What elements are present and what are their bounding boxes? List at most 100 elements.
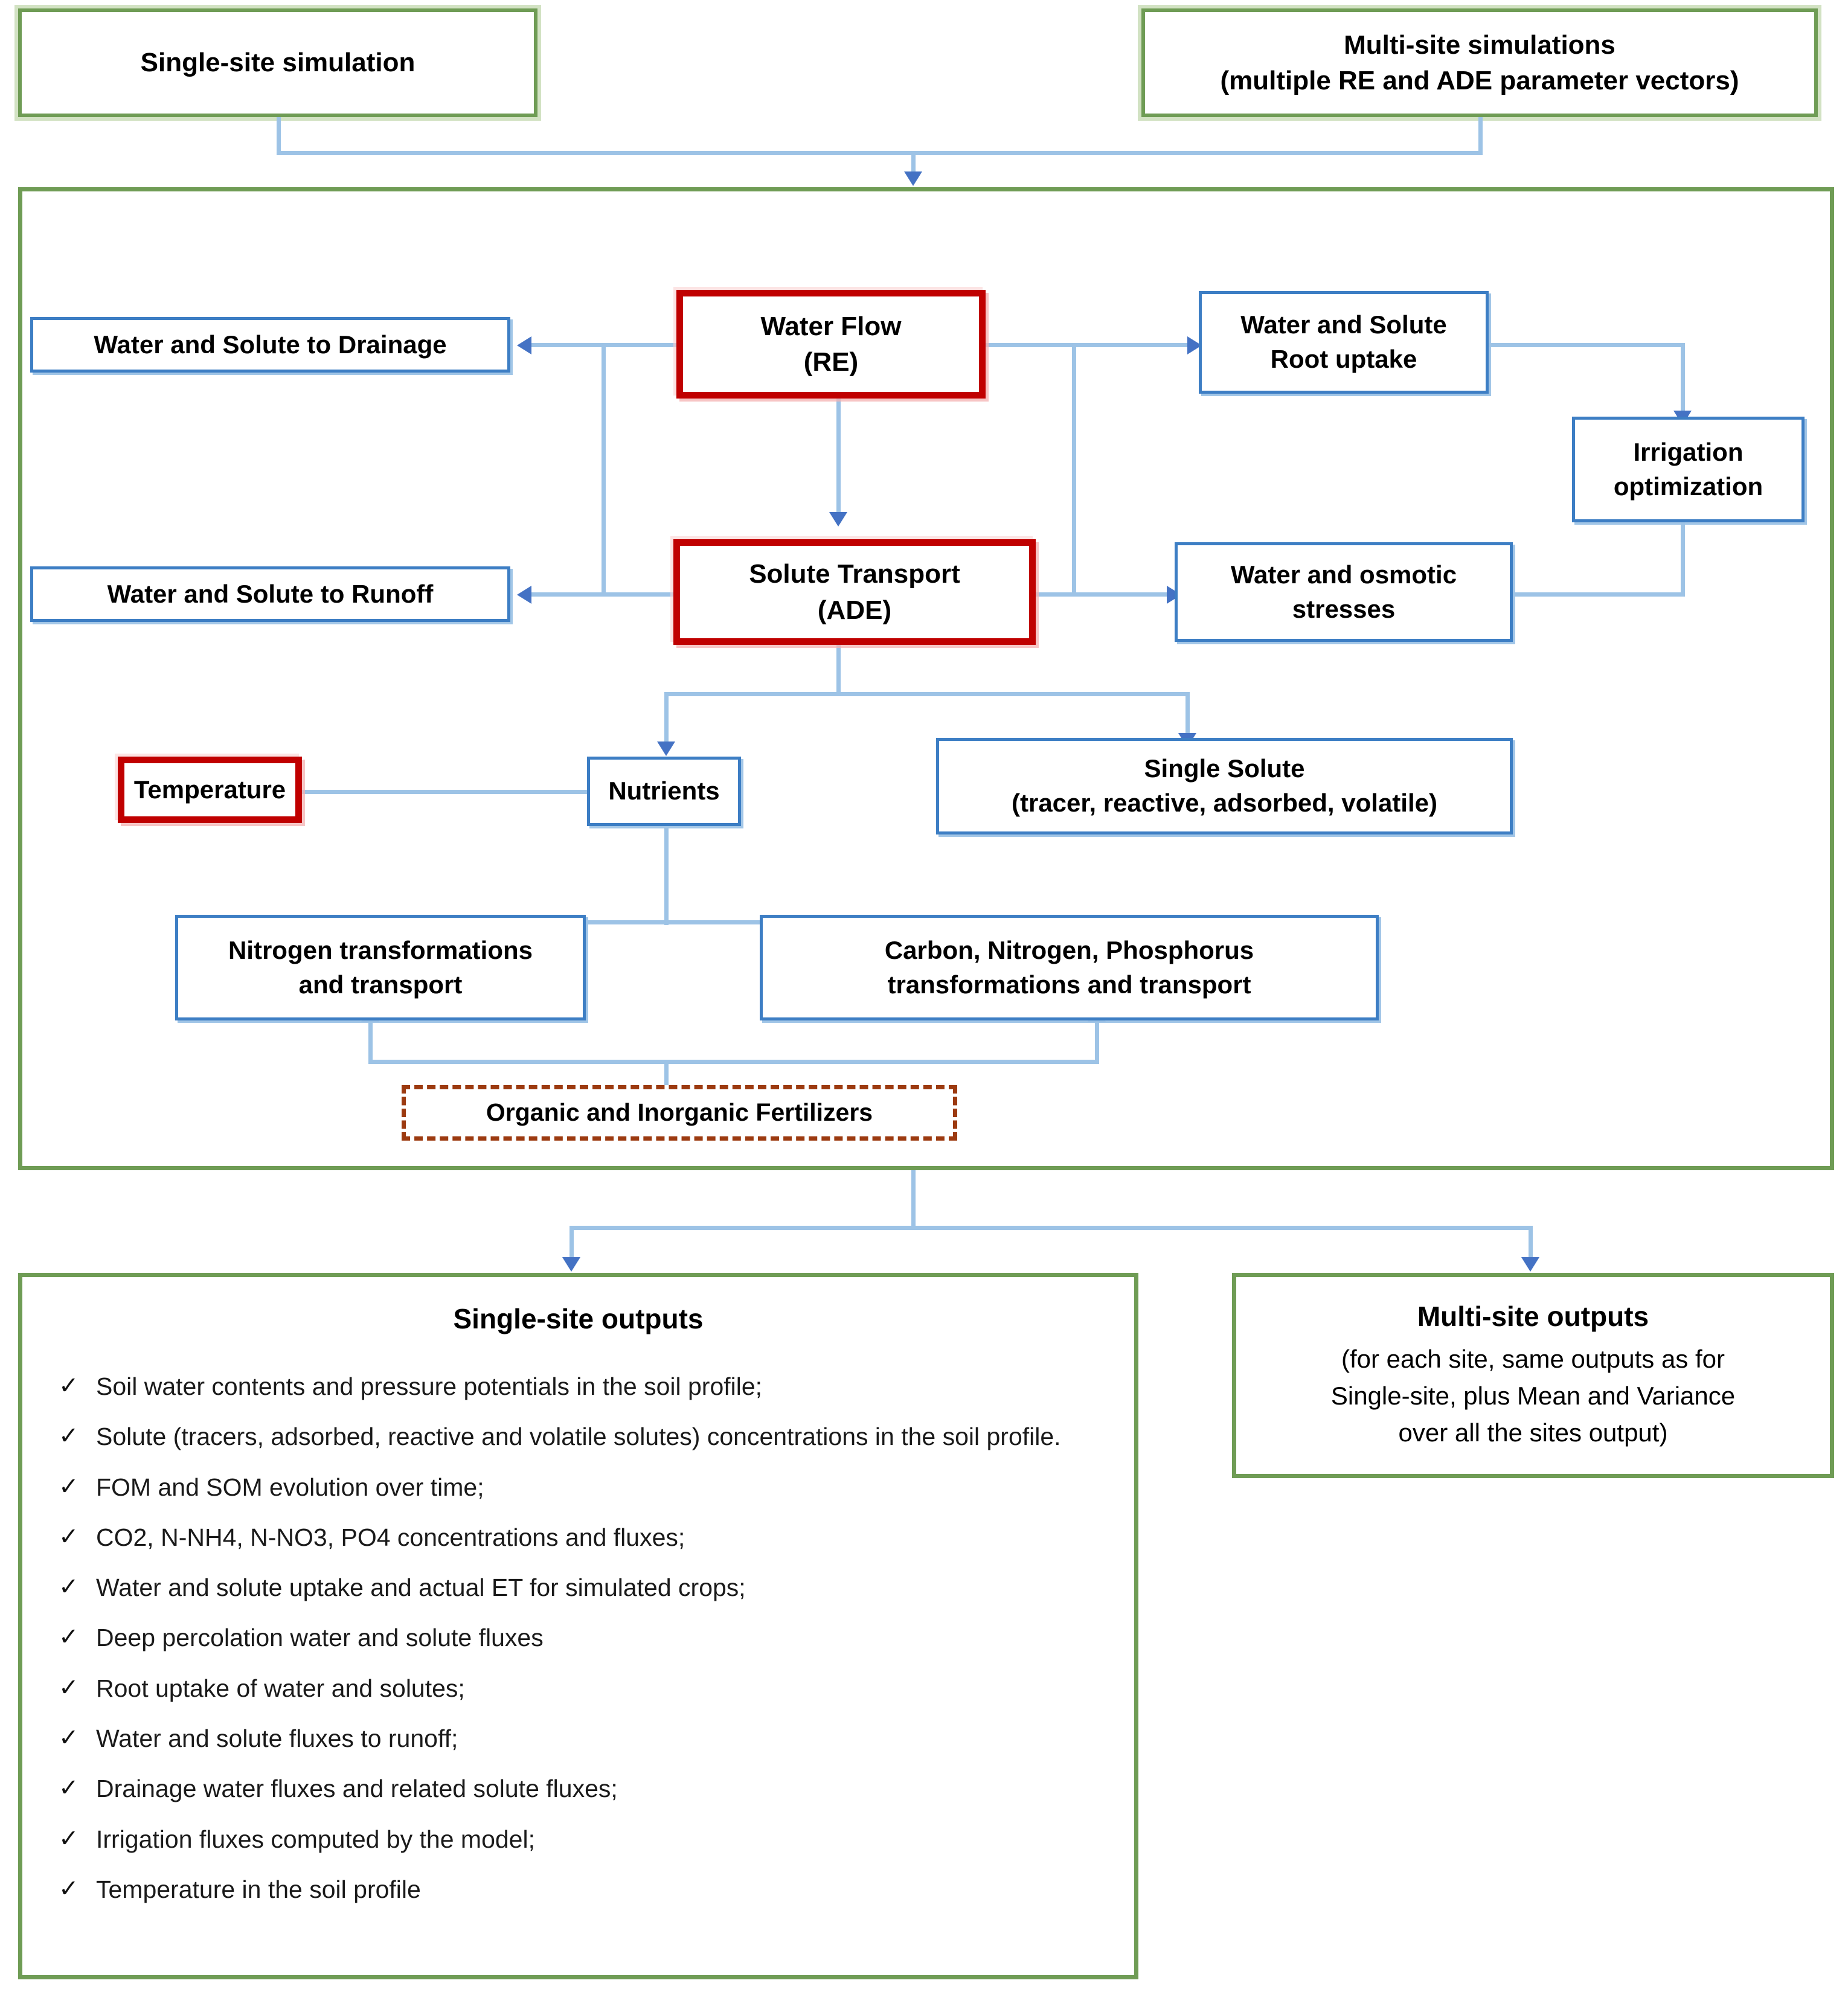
connector-solute-down — [836, 644, 841, 695]
box-water-osmotic-stresses[interactable]: Water and osmotic stresses — [1175, 542, 1513, 642]
box-drainage-label: Water and Solute to Drainage — [94, 330, 447, 359]
single-site-outputs-list: ✓ Soil water contents and pressure poten… — [59, 1371, 1110, 1924]
connector-temperature-to-nutrients — [299, 790, 628, 794]
box-organic-inorganic-fertilizers[interactable]: Organic and Inorganic Fertilizers — [402, 1085, 957, 1141]
list-item: ✓ Drainage water fluxes and related solu… — [59, 1773, 1110, 1805]
connector-outputs-bus — [569, 1226, 1533, 1230]
box-cnp-line2: transformations and transport — [887, 970, 1251, 999]
check-icon: ✓ — [59, 1473, 79, 1500]
connector-right-bus-vertical — [1072, 343, 1076, 597]
list-item: ✓ CO2, N-NH4, N-NO3, PO4 concentrations … — [59, 1522, 1110, 1554]
box-water-flow-line1: Water Flow — [760, 311, 902, 341]
check-icon: ✓ — [59, 1725, 79, 1752]
box-multi-site-simulations[interactable]: Multi-site simulations (multiple RE and … — [1141, 8, 1818, 117]
box-irrigation-optimization[interactable]: Irrigation optimization — [1572, 417, 1805, 522]
connector-rootuptake-to-irrig — [1483, 343, 1685, 347]
list-item: ✓ Water and solute fluxes to runoff; — [59, 1723, 1110, 1755]
box-nutrients-label: Nutrients — [608, 777, 720, 806]
check-icon: ✓ — [59, 1775, 79, 1802]
box-temperature[interactable]: Temperature — [118, 757, 302, 823]
check-icon: ✓ — [59, 1372, 79, 1399]
list-item: ✓ Solute (tracers, adsorbed, reactive an… — [59, 1421, 1110, 1453]
box-nutrients[interactable]: Nutrients — [587, 757, 741, 826]
arrow-nutrients-in-top — [657, 741, 675, 756]
multi-site-outputs-line-3: over all the sites output) — [1398, 1418, 1668, 1447]
check-icon: ✓ — [59, 1674, 79, 1701]
list-item: ✓ Water and solute uptake and actual ET … — [59, 1572, 1110, 1604]
arrow-drainage-in — [517, 336, 531, 354]
connector-waterflow-to-solute — [836, 399, 841, 518]
single-site-outputs-title: Single-site outputs — [453, 1303, 704, 1334]
connector-osmotic-rise — [1681, 520, 1685, 594]
check-icon: ✓ — [59, 1523, 79, 1550]
connector-to-single-solute — [1185, 692, 1190, 737]
box-multi-site-simulations-title: Multi-site simulations — [1344, 30, 1615, 60]
box-osmotic-line2: stresses — [1292, 594, 1396, 623]
connector-top-bus — [277, 151, 1483, 155]
box-runoff-label: Water and Solute to Runoff — [107, 579, 434, 608]
box-single-site-simulation-label: Single-site simulation — [140, 48, 415, 78]
box-water-solute-drainage[interactable]: Water and Solute to Drainage — [30, 317, 510, 373]
connector-single-site-down — [277, 117, 281, 155]
connector-solute-to-osmotic — [1027, 592, 1172, 597]
connector-container-to-outputs — [911, 1170, 916, 1229]
connector-top-bus-drop — [911, 151, 916, 176]
connector-fert-to-cnp — [1095, 1020, 1099, 1062]
box-root-uptake-line2: Root uptake — [1270, 345, 1417, 373]
connector-to-nutrients — [664, 692, 669, 746]
box-temperature-label: Temperature — [133, 775, 286, 804]
box-cnp-line1: Carbon, Nitrogen, Phosphorus — [884, 935, 1254, 964]
multi-site-outputs-line-1: (for each site, same outputs as for — [1341, 1345, 1725, 1373]
arrow-into-main-container — [904, 171, 922, 186]
check-icon: ✓ — [59, 1624, 79, 1651]
box-osmotic-line1: Water and osmotic — [1230, 560, 1457, 589]
box-irrigation-line1: Irrigation — [1633, 437, 1744, 466]
box-fertilizers-label: Organic and Inorganic Fertilizers — [486, 1098, 873, 1127]
box-water-solute-root-uptake[interactable]: Water and Solute Root uptake — [1199, 291, 1489, 394]
panel-multi-site-outputs: Multi-site outputs (for each site, same … — [1232, 1273, 1834, 1478]
check-icon: ✓ — [59, 1423, 79, 1450]
connector-waterflow-to-rootuptake — [866, 343, 1192, 347]
check-icon: ✓ — [59, 1875, 79, 1902]
box-root-uptake-line1: Water and Solute — [1240, 310, 1447, 339]
connector-nutrients-split-bus — [368, 920, 1099, 924]
arrow-runoff-in — [517, 586, 531, 604]
multi-site-outputs-title: Multi-site outputs — [1417, 1301, 1649, 1332]
box-solute-transport-line2: (ADE) — [817, 595, 892, 625]
connector-osmotic-to-irrig — [1510, 592, 1685, 597]
multi-site-outputs-line-2: Single-site, plus Mean and Variance — [1330, 1381, 1736, 1410]
connector-fert-up — [664, 1063, 669, 1100]
box-single-solute-line1: Single Solute — [1144, 754, 1305, 783]
list-item: ✓ Soil water contents and pressure poten… — [59, 1371, 1110, 1403]
box-single-site-simulation[interactable]: Single-site simulation — [18, 8, 537, 117]
list-item: ✓ Irrigation fluxes computed by the mode… — [59, 1824, 1110, 1856]
box-solute-transport[interactable]: Solute Transport (ADE) — [673, 539, 1036, 645]
box-water-flow[interactable]: Water Flow (RE) — [676, 290, 986, 399]
box-irrigation-line2: optimization — [1613, 472, 1763, 501]
arrow-single-site-outputs-in — [562, 1257, 580, 1272]
connector-rootuptake-drop — [1681, 343, 1685, 415]
list-item: ✓ Root uptake of water and solutes; — [59, 1673, 1110, 1705]
check-icon: ✓ — [59, 1574, 79, 1601]
box-single-solute[interactable]: Single Solute (tracer, reactive, adsorbe… — [936, 738, 1513, 834]
connector-fert-bus — [368, 1060, 1099, 1064]
box-multi-site-simulations-sub: (multiple RE and ADE parameter vectors) — [1220, 66, 1739, 95]
box-cnp-transformations[interactable]: Carbon, Nitrogen, Phosphorus transformat… — [760, 915, 1379, 1020]
list-item: ✓ Deep percolation water and solute flux… — [59, 1622, 1110, 1654]
connector-bus-to-runoff — [531, 592, 676, 597]
list-item: ✓ FOM and SOM evolution over time; — [59, 1472, 1110, 1504]
connector-to-single-site-outputs — [569, 1226, 574, 1262]
box-water-flow-line2: (RE) — [803, 347, 859, 377]
connector-left-bus-vertical — [602, 343, 606, 597]
connector-solute-split-bus — [664, 692, 1190, 696]
connector-fert-to-nitrogen — [368, 1020, 373, 1062]
box-water-solute-runoff[interactable]: Water and Solute to Runoff — [30, 566, 510, 622]
arrow-solute-in-top — [829, 512, 847, 527]
list-item: ✓ Temperature in the soil profile — [59, 1874, 1110, 1906]
box-solute-transport-line1: Solute Transport — [749, 559, 960, 589]
panel-single-site-outputs: Single-site outputs ✓ Soil water content… — [18, 1273, 1138, 1979]
arrow-multi-site-outputs-in — [1521, 1257, 1539, 1272]
connector-nutrients-down — [664, 828, 669, 925]
connector-multi-site-down — [1478, 117, 1483, 155]
box-nitrogen-transformations[interactable]: Nitrogen transformations and transport — [175, 915, 586, 1020]
